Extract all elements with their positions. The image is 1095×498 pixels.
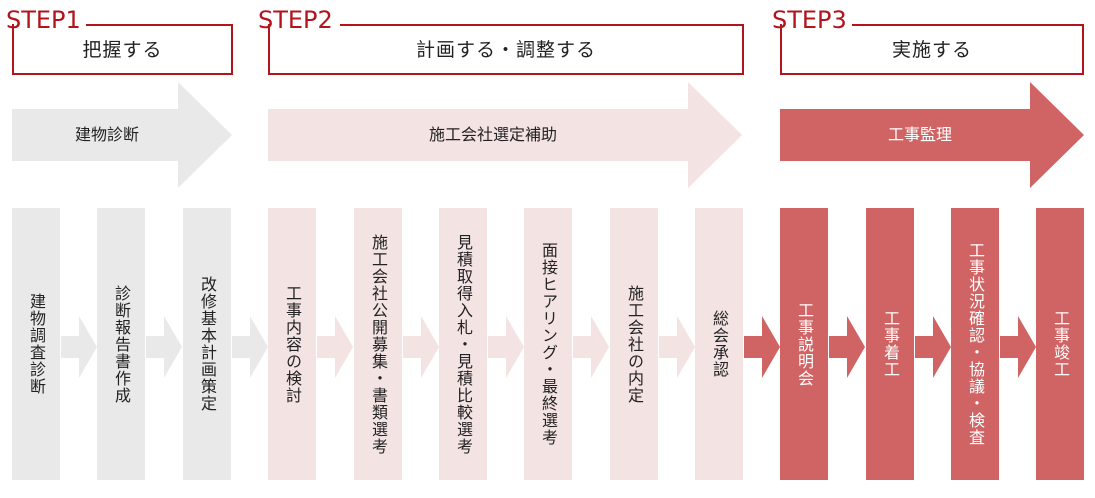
- flow-arrow: [573, 316, 609, 378]
- task-column: 見積取得入札・見積比較選考: [439, 208, 487, 480]
- step3-box: [780, 24, 1084, 75]
- step1-title: 把握する: [82, 39, 163, 61]
- task-label: 施工会社の内定: [625, 284, 644, 404]
- task-column: 施工会社の内定: [610, 208, 658, 480]
- step3-label: STEP3: [772, 6, 847, 34]
- task-column: 診断報告書作成: [97, 208, 145, 480]
- task-label: 工事状況確認・協議・検査: [966, 242, 985, 446]
- step2-title: 計画する・調整する: [415, 39, 596, 61]
- step3-top-line: [852, 24, 1082, 26]
- task-column: 改修基本計画策定: [183, 208, 231, 480]
- flow-arrow: [659, 316, 695, 378]
- task-label: 面接ヒアリング・最終選考: [539, 242, 558, 446]
- phase3-label: 工事監理: [887, 125, 952, 144]
- task-label: 総会承認: [710, 310, 729, 378]
- step3-title: 実施する: [891, 39, 972, 61]
- step2-top-line: [340, 24, 742, 26]
- task-column: 工事状況確認・協議・検査: [951, 208, 999, 480]
- phase2-arrow: [268, 82, 742, 188]
- task-column: 工事竣工: [1036, 208, 1084, 480]
- step1-box: [12, 24, 233, 75]
- step1-top-line: [86, 24, 231, 26]
- task-column: 工事着工: [866, 208, 914, 480]
- step2-box: [268, 24, 744, 75]
- task-label: 改修基本計画策定: [198, 276, 217, 412]
- flow-arrow: [829, 316, 865, 378]
- task-label: 見積取得入札・見積比較選考: [454, 233, 473, 455]
- task-label: 工事着工: [881, 310, 900, 378]
- flow-arrow: [317, 316, 353, 378]
- step2-label: STEP2: [258, 6, 333, 34]
- task-column: 面接ヒアリング・最終選考: [524, 208, 572, 480]
- task-column: 工事説明会: [780, 208, 828, 480]
- step1-label: STEP1: [6, 6, 81, 34]
- task-column: 総会承認: [695, 208, 743, 480]
- task-label: 診断報告書作成: [112, 284, 131, 404]
- task-column: 施工会社公開募集・書類選考: [354, 208, 402, 480]
- flow-arrow: [146, 316, 182, 378]
- flow-arrow: [488, 316, 524, 378]
- task-column: 建物調査診断: [12, 208, 60, 480]
- flow-arrow: [915, 316, 951, 378]
- task-label: 工事内容の検討: [283, 284, 302, 404]
- flow-arrow: [403, 316, 439, 378]
- flow-arrow: [744, 316, 780, 378]
- phase2-label: 施工会社選定補助: [428, 125, 557, 144]
- task-label: 施工会社公開募集・書類選考: [369, 233, 388, 455]
- task-label: 建物調査診断: [27, 293, 46, 395]
- flow-arrow: [1000, 316, 1036, 378]
- phase1-label: 建物診断: [74, 125, 139, 144]
- task-label: 工事説明会: [795, 301, 814, 387]
- flow-arrow: [232, 316, 268, 378]
- task-label: 工事竣工: [1051, 310, 1070, 378]
- task-column: 工事内容の検討: [268, 208, 316, 480]
- phase3-arrow: [780, 82, 1084, 188]
- phase1-arrow: [12, 82, 232, 188]
- flow-arrow: [61, 316, 97, 378]
